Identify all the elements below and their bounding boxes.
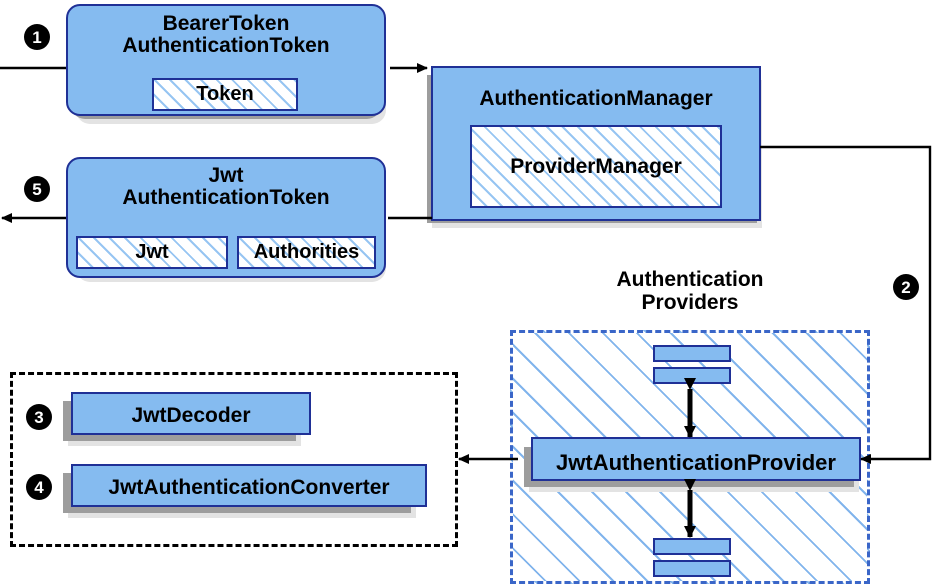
chip-provider-manager[interactable]: ProviderManager bbox=[470, 125, 722, 208]
chip-authorities[interactable]: Authorities bbox=[237, 236, 376, 269]
group-authentication-providers-label: Authentication Providers bbox=[616, 268, 764, 315]
node-jwt-decoder-title: JwtDecoder bbox=[131, 404, 251, 428]
node-jwt-decoder[interactable]: JwtDecoder bbox=[71, 392, 311, 435]
provider-stub-bar-top-1 bbox=[653, 345, 731, 362]
node-bearer-token-title: BearerToken AuthenticationToken bbox=[122, 12, 330, 58]
provider-stub-bar-top-2 bbox=[653, 367, 731, 384]
provider-stub-bar-bottom-2 bbox=[653, 560, 731, 577]
chip-token[interactable]: Token bbox=[152, 78, 298, 111]
step-badge-3: 3 bbox=[26, 404, 52, 430]
step-badge-4-label: 4 bbox=[34, 477, 44, 497]
step-badge-3-label: 3 bbox=[34, 407, 44, 427]
chip-authorities-label: Authorities bbox=[253, 241, 360, 263]
provider-stub-bar-bottom-1 bbox=[653, 538, 731, 555]
chip-provider-manager-label: ProviderManager bbox=[510, 154, 682, 178]
step-badge-5: 5 bbox=[24, 176, 50, 202]
node-jwt-authentication-provider-title: JwtAuthenticationProvider bbox=[556, 449, 836, 475]
chip-jwt-label: Jwt bbox=[135, 241, 169, 263]
step-badge-2-label: 2 bbox=[901, 277, 911, 297]
node-jwt-authentication-converter-title: JwtAuthenticationConverter bbox=[108, 476, 390, 500]
step-badge-1-label: 1 bbox=[32, 27, 42, 47]
node-jwt-authentication-provider[interactable]: JwtAuthenticationProvider bbox=[531, 437, 861, 481]
node-jwt-authentication-token-title: Jwt AuthenticationToken bbox=[122, 164, 330, 210]
chip-jwt[interactable]: Jwt bbox=[76, 236, 228, 269]
node-authentication-manager-title: AuthenticationManager bbox=[479, 87, 713, 110]
step-badge-1: 1 bbox=[24, 24, 50, 50]
step-badge-2: 2 bbox=[893, 274, 919, 300]
step-badge-5-label: 5 bbox=[32, 179, 42, 199]
node-jwt-authentication-converter[interactable]: JwtAuthenticationConverter bbox=[71, 464, 427, 507]
step-badge-4: 4 bbox=[26, 474, 52, 500]
chip-token-label: Token bbox=[196, 83, 254, 105]
